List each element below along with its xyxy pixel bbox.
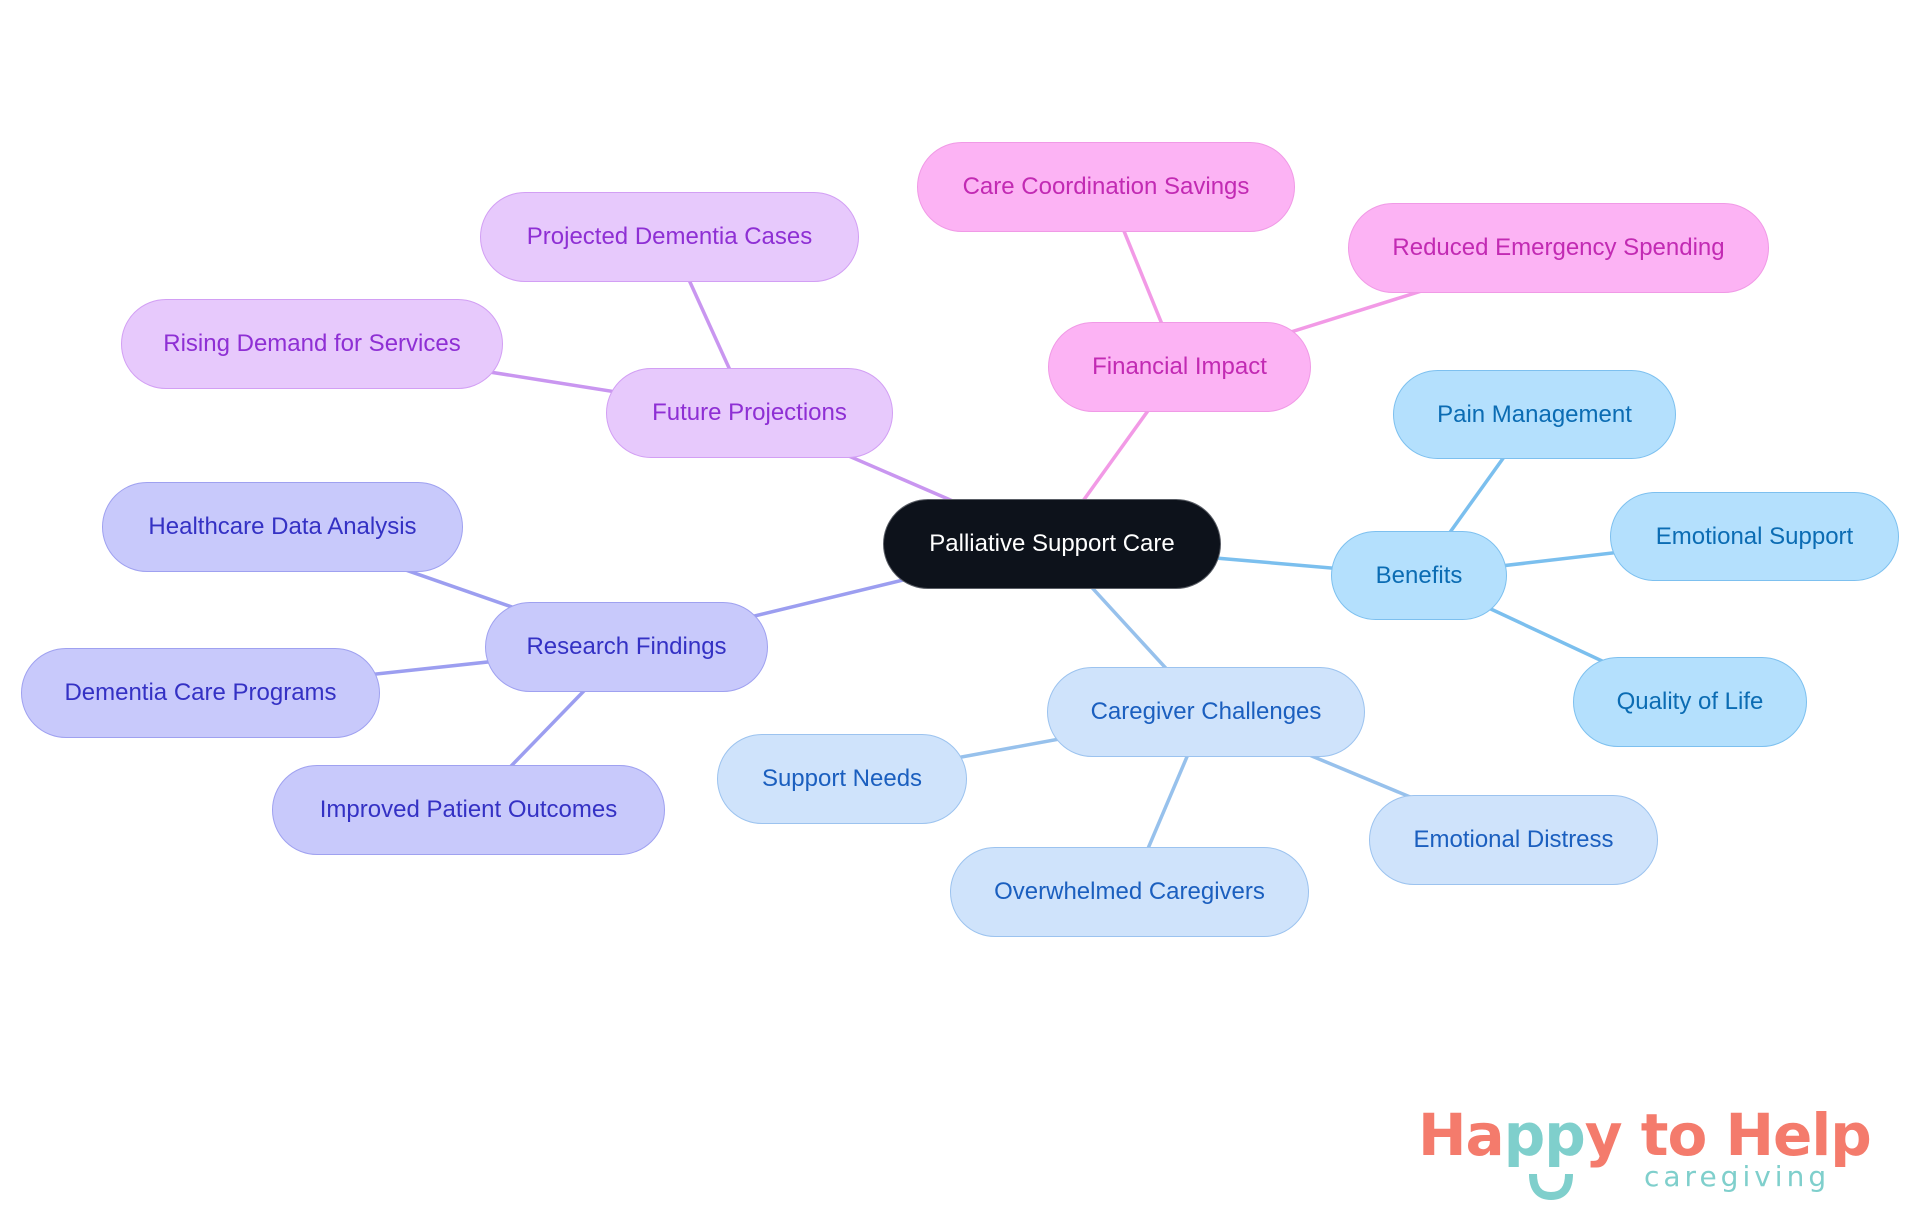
node-label: Research Findings [526,633,727,660]
node-label: Future Projections [652,399,847,426]
leaf-node-projected-dementia-cases[interactable]: Projected Dementia Cases [480,192,859,282]
node-label: Pain Management [1437,400,1632,428]
smile-icon [1529,1173,1573,1200]
leaf-node-dementia-care-programs[interactable]: Dementia Care Programs [21,648,380,738]
node-label: Benefits [1375,561,1463,589]
happy-to-help-logo: Happy to Help caregiving [1418,1100,1888,1210]
branch-node-caregiver-challenges[interactable]: Caregiver Challenges [1047,667,1365,757]
leaf-node-support-needs[interactable]: Support Needs [717,734,967,824]
node-label: Reduced Emergency Spending [1392,234,1725,261]
node-label: Palliative Support Care [929,530,1175,557]
leaf-node-improved-patient-outcomes[interactable]: Improved Patient Outcomes [272,765,665,855]
node-label: Healthcare Data Analysis [148,513,417,540]
branch-node-benefits[interactable]: Benefits [1331,531,1507,620]
root-node-root[interactable]: Palliative Support Care [883,499,1221,589]
node-label: Improved Patient Outcomes [319,796,618,823]
leaf-node-overwhelmed-caregivers[interactable]: Overwhelmed Caregivers [950,847,1309,937]
node-label: Emotional Support [1655,522,1854,550]
logo-text-pp: pp [1503,1101,1586,1169]
leaf-node-quality-of-life[interactable]: Quality of Life [1573,657,1807,747]
branch-node-future-projections[interactable]: Future Projections [606,368,893,458]
node-label: Overwhelmed Caregivers [994,878,1265,905]
leaf-node-emotional-support[interactable]: Emotional Support [1610,492,1899,581]
branch-node-research-findings[interactable]: Research Findings [485,602,768,692]
node-label: Financial Impact [1092,353,1267,380]
leaf-node-rising-demand-for-services[interactable]: Rising Demand for Services [121,299,503,389]
node-label: Caregiver Challenges [1090,698,1322,725]
logo-text-ha: Ha [1418,1101,1505,1169]
leaf-node-care-coordination-savings[interactable]: Care Coordination Savings [917,142,1295,232]
logo-subtitle: caregiving [1644,1160,1831,1193]
leaf-node-emotional-distress[interactable]: Emotional Distress [1369,795,1658,885]
leaf-node-healthcare-data-analysis[interactable]: Healthcare Data Analysis [102,482,463,572]
node-label: Care Coordination Savings [962,173,1250,200]
branch-node-financial-impact[interactable]: Financial Impact [1048,322,1311,412]
node-label: Rising Demand for Services [163,330,461,357]
node-label: Emotional Distress [1413,826,1614,853]
node-label: Projected Dementia Cases [526,223,813,250]
node-label: Dementia Care Programs [64,679,337,706]
logo-wordmark: Happy to Help [1418,1100,1872,1170]
logo-text-y-to-help: y to Help [1584,1101,1872,1169]
node-label: Support Needs [761,765,923,792]
leaf-node-reduced-emergency-spending[interactable]: Reduced Emergency Spending [1348,203,1769,293]
node-label: Quality of Life [1616,688,1764,715]
leaf-node-pain-management[interactable]: Pain Management [1393,370,1676,459]
